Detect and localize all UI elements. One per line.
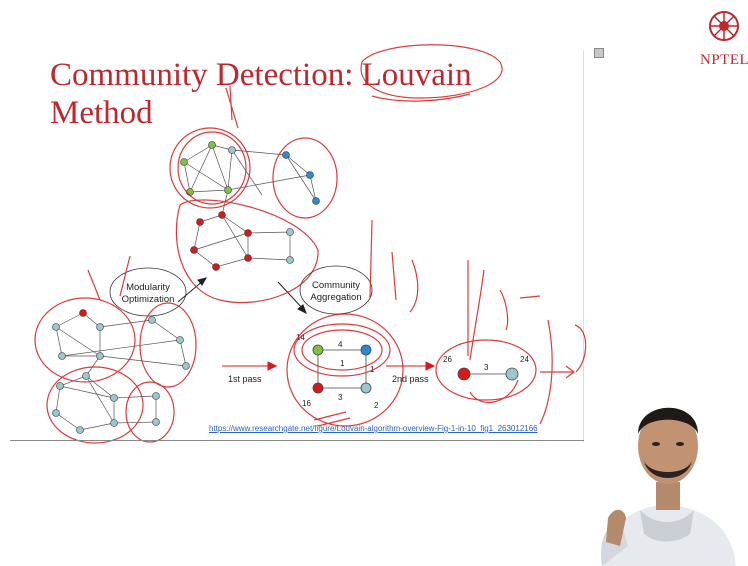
final-edge-label-3: 3	[484, 363, 489, 372]
final-node-label-26: 26	[443, 355, 452, 364]
title-line-1: Community Detection: Louvain	[50, 57, 472, 93]
slide-corner-icon	[594, 48, 604, 58]
aggregated-network	[312, 344, 372, 394]
final-node-label-24: 24	[520, 355, 529, 364]
first-pass-label: 1st pass	[228, 374, 262, 384]
aggregation-label-1: Community	[312, 280, 360, 291]
original-network	[55, 312, 187, 431]
first-pass-arrowhead-icon	[267, 361, 278, 371]
agg-node-label-1a: 1	[340, 359, 345, 368]
source-link[interactable]: https://www.researchgate.net/figure/Louv…	[209, 424, 538, 433]
arrow-up-icon	[177, 279, 205, 303]
second-pass-label: 2nd pass	[392, 374, 429, 384]
agg-node-label-16: 16	[302, 399, 311, 408]
modularity-label-2: Optimization	[122, 294, 175, 305]
original-network-nodes	[52, 309, 190, 434]
title-line-2: Method	[50, 95, 153, 131]
presenter-video-icon	[600, 407, 736, 566]
top-network	[183, 144, 317, 268]
aggregation-bubble	[299, 265, 373, 315]
agg-node-label-4: 4	[338, 340, 343, 349]
nptel-logo-text: NPTEL	[700, 52, 748, 68]
top-network-nodes	[180, 141, 320, 271]
agg-node-label-2: 2	[374, 401, 379, 410]
arrowhead-down-icon	[297, 304, 307, 315]
agg-node-label-3: 3	[338, 393, 343, 402]
nptel-logo-icon	[709, 11, 739, 41]
arrowhead-up-icon	[197, 277, 208, 286]
second-pass-arrowhead-icon	[425, 361, 436, 371]
arrow-down-icon	[277, 281, 305, 311]
final-network	[457, 367, 519, 381]
slide-title: Community Detection: Louvain Method	[50, 56, 472, 132]
agg-node-label-14: 14	[296, 333, 305, 342]
pen-annotations	[34, 44, 587, 444]
modularity-label-1: Modularity	[126, 282, 170, 293]
slide-vertical-divider	[583, 50, 584, 442]
aggregation-label-2: Aggregation	[310, 292, 361, 303]
slide-bottom-rule	[10, 440, 584, 441]
